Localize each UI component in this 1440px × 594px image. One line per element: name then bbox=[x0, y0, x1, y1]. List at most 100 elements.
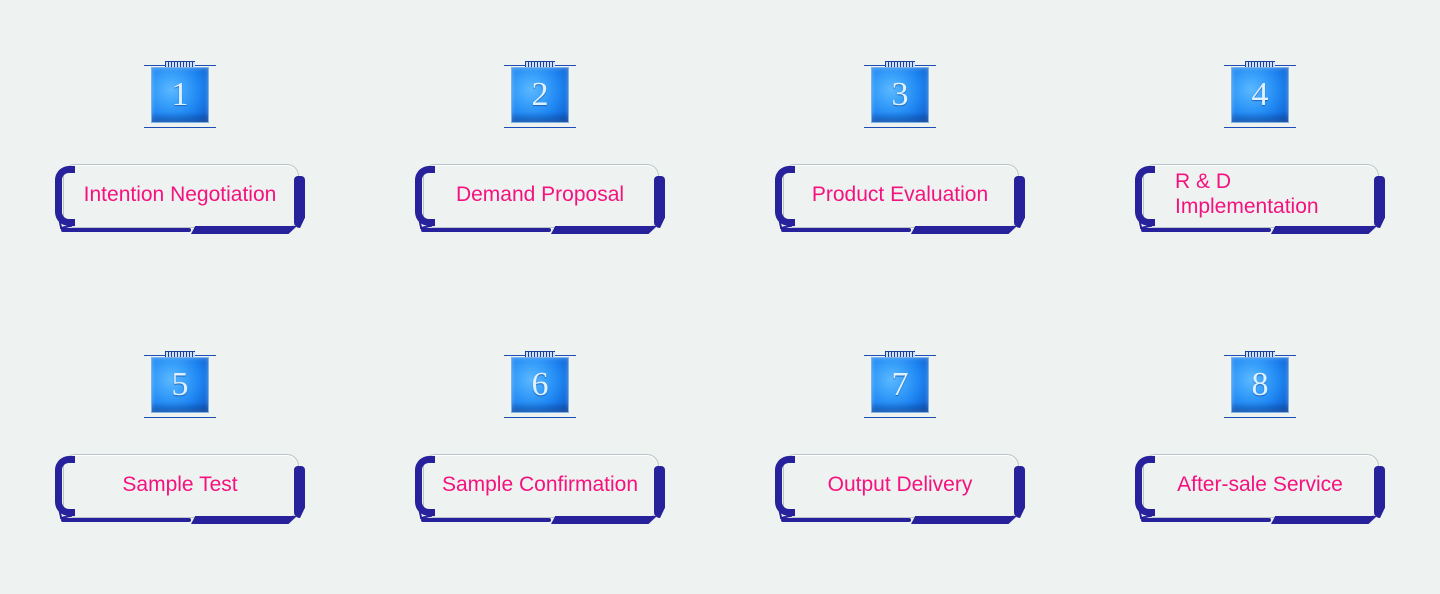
step-number-icon-8: 8 bbox=[1224, 348, 1296, 420]
panel-face bbox=[423, 454, 659, 518]
corner-tick-icon bbox=[417, 214, 433, 230]
underline-thick-icon bbox=[551, 226, 657, 234]
underline-thin-icon bbox=[781, 228, 911, 232]
panel-face bbox=[783, 164, 1019, 228]
step-number-label: 7 bbox=[891, 365, 909, 403]
step-label-text: Sample Confirmation bbox=[441, 472, 639, 496]
right-bracket-icon bbox=[294, 466, 305, 518]
process-step-6[interactable]: 6 Sample Confirmation bbox=[360, 300, 720, 594]
step-number-label: 2 bbox=[531, 75, 549, 113]
step-label-panel-1[interactable]: Intention Negotiation bbox=[55, 164, 305, 242]
underline-thick-icon bbox=[911, 516, 1017, 524]
underline-thin-icon bbox=[1141, 228, 1271, 232]
icon-bottom-rule-icon bbox=[504, 127, 576, 128]
icon-bottom-rule-icon bbox=[864, 417, 936, 418]
step-label-panel-2[interactable]: Demand Proposal bbox=[415, 164, 665, 242]
icon-bottom-rule-icon bbox=[144, 127, 216, 128]
corner-tick-icon bbox=[1137, 214, 1153, 230]
left-bracket-icon bbox=[775, 166, 795, 226]
underline-thin-icon bbox=[61, 228, 191, 232]
icon-blue-tile: 4 bbox=[1231, 66, 1289, 123]
process-step-7[interactable]: 7 Output Delivery bbox=[720, 300, 1080, 594]
process-step-1[interactable]: 1 Intention Negotiation bbox=[0, 0, 360, 300]
icon-bottom-rule-icon bbox=[144, 417, 216, 418]
underline-thick-icon bbox=[911, 226, 1017, 234]
icon-blue-tile: 2 bbox=[511, 66, 569, 123]
panel-face bbox=[63, 454, 299, 518]
underline-thin-icon bbox=[421, 518, 551, 522]
corner-tick-icon bbox=[57, 504, 73, 520]
process-step-5[interactable]: 5 Sample Test bbox=[0, 300, 360, 594]
process-step-8[interactable]: 8 After-sale Service bbox=[1080, 300, 1440, 594]
step-number-icon-5: 5 bbox=[144, 348, 216, 420]
process-step-4[interactable]: 4 R & D Implementation bbox=[1080, 0, 1440, 300]
underline-thin-icon bbox=[1141, 518, 1271, 522]
right-bracket-icon bbox=[1374, 466, 1385, 518]
corner-tick-icon bbox=[1137, 504, 1153, 520]
underline-thick-icon bbox=[191, 226, 297, 234]
step-number-label: 8 bbox=[1251, 365, 1269, 403]
icon-blue-tile: 7 bbox=[871, 356, 929, 413]
step-label-text: Product Evaluation bbox=[811, 182, 989, 206]
step-label-panel-5[interactable]: Sample Test bbox=[55, 454, 305, 532]
underline-thin-icon bbox=[61, 518, 191, 522]
left-bracket-icon bbox=[415, 166, 435, 226]
step-number-label: 4 bbox=[1251, 75, 1269, 113]
step-label-text: Sample Test bbox=[122, 472, 238, 496]
step-number-label: 3 bbox=[891, 75, 909, 113]
step-label-panel-7[interactable]: Output Delivery bbox=[775, 454, 1025, 532]
step-number-icon-6: 6 bbox=[504, 348, 576, 420]
panel-face bbox=[1143, 454, 1379, 518]
panel-face bbox=[423, 164, 659, 228]
corner-tick-icon bbox=[777, 214, 793, 230]
step-label-panel-4[interactable]: R & D Implementation bbox=[1135, 164, 1385, 242]
left-bracket-icon bbox=[1135, 166, 1155, 226]
right-bracket-icon bbox=[1014, 466, 1025, 518]
right-bracket-icon bbox=[1374, 176, 1385, 228]
icon-bottom-rule-icon bbox=[1224, 417, 1296, 418]
icon-blue-tile: 5 bbox=[151, 356, 209, 413]
step-label-panel-8[interactable]: After-sale Service bbox=[1135, 454, 1385, 532]
icon-bottom-rule-icon bbox=[864, 127, 936, 128]
corner-tick-icon bbox=[777, 504, 793, 520]
icon-blue-tile: 1 bbox=[151, 66, 209, 123]
process-step-2[interactable]: 2 Demand Proposal bbox=[360, 0, 720, 300]
step-number-icon-2: 2 bbox=[504, 58, 576, 130]
panel-face bbox=[1143, 164, 1379, 228]
icon-blue-tile: 6 bbox=[511, 356, 569, 413]
underline-thick-icon bbox=[1271, 226, 1377, 234]
left-bracket-icon bbox=[775, 456, 795, 516]
step-number-label: 5 bbox=[171, 365, 189, 403]
icon-blue-tile: 8 bbox=[1231, 356, 1289, 413]
step-label-text: Output Delivery bbox=[827, 472, 973, 496]
step-label-text: After-sale Service bbox=[1177, 472, 1343, 496]
step-label-text: Demand Proposal bbox=[455, 182, 625, 206]
underline-thin-icon bbox=[421, 228, 551, 232]
step-number-icon-7: 7 bbox=[864, 348, 936, 420]
right-bracket-icon bbox=[654, 176, 665, 228]
step-label-panel-6[interactable]: Sample Confirmation bbox=[415, 454, 665, 532]
underline-thin-icon bbox=[781, 518, 911, 522]
step-number-icon-3: 3 bbox=[864, 58, 936, 130]
underline-thick-icon bbox=[191, 516, 297, 524]
icon-bottom-rule-icon bbox=[1224, 127, 1296, 128]
icon-blue-tile: 3 bbox=[871, 66, 929, 123]
corner-tick-icon bbox=[57, 214, 73, 230]
underline-thick-icon bbox=[551, 516, 657, 524]
step-number-icon-1: 1 bbox=[144, 58, 216, 130]
process-step-3[interactable]: 3 Product Evaluation bbox=[720, 0, 1080, 300]
step-number-icon-4: 4 bbox=[1224, 58, 1296, 130]
panel-face bbox=[63, 164, 299, 228]
icon-bottom-rule-icon bbox=[504, 417, 576, 418]
right-bracket-icon bbox=[654, 466, 665, 518]
step-number-label: 1 bbox=[171, 75, 189, 113]
step-number-label: 6 bbox=[531, 365, 549, 403]
underline-thick-icon bbox=[1271, 516, 1377, 524]
step-label-panel-3[interactable]: Product Evaluation bbox=[775, 164, 1025, 242]
left-bracket-icon bbox=[1135, 456, 1155, 516]
left-bracket-icon bbox=[55, 166, 75, 226]
left-bracket-icon bbox=[55, 456, 75, 516]
right-bracket-icon bbox=[294, 176, 305, 228]
right-bracket-icon bbox=[1014, 176, 1025, 228]
